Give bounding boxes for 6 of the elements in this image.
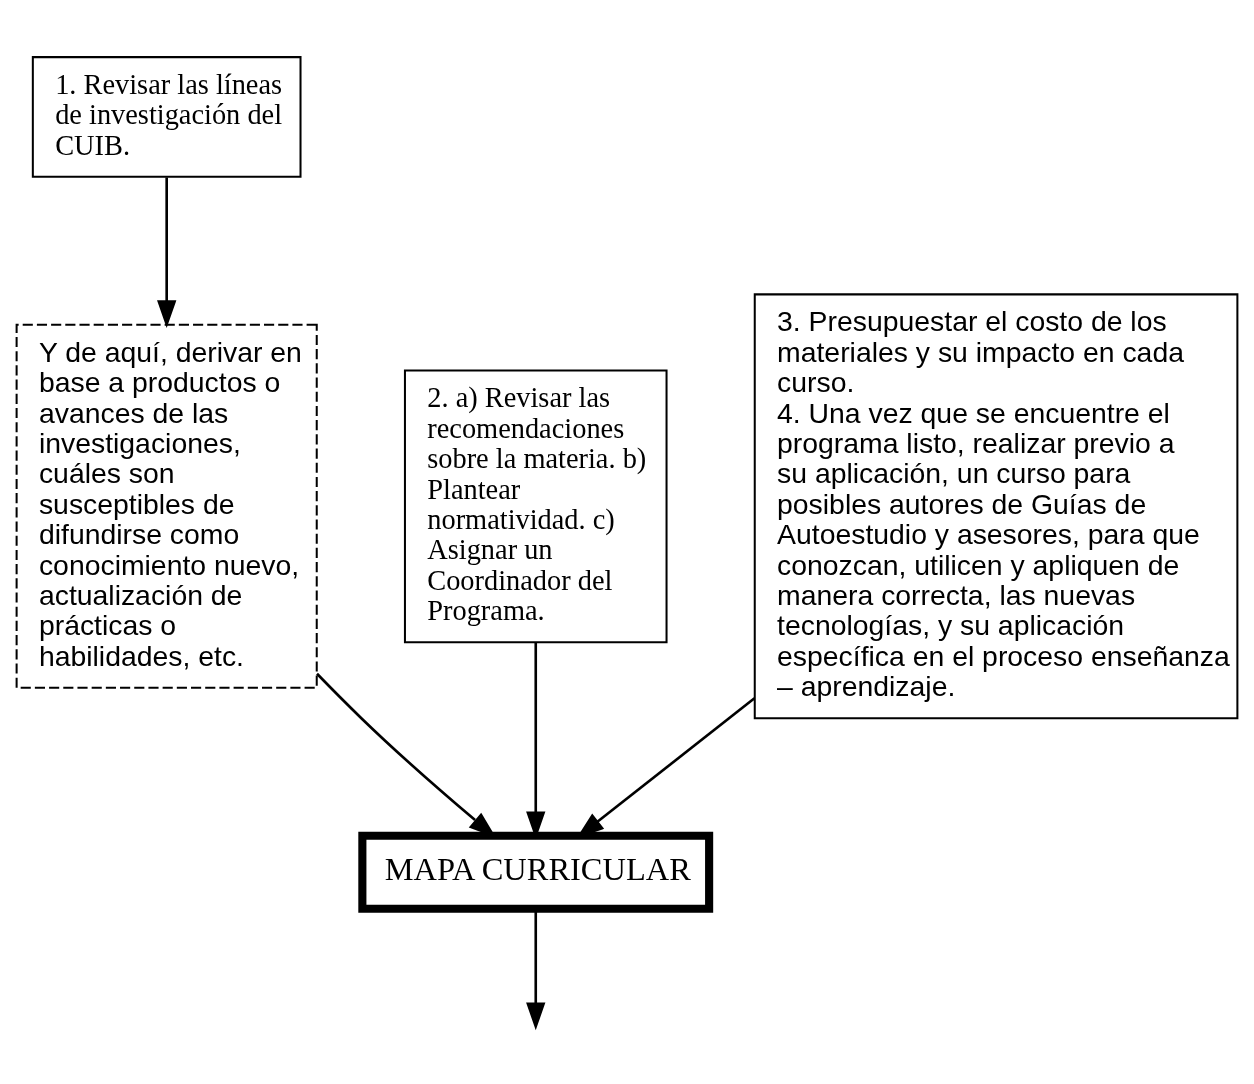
node-box: MAPA CURRICULAR	[358, 831, 714, 913]
node-box: 2. a) Revisar las recomendaciones sobre la materia. b) Plantear normatividad. c) Asignar un Coordinador del Programa.	[403, 368, 668, 643]
node-box: 3. Presupuestar el costo de los materiales y su impacto en cada curso. 4. Una vez que se encuentre el programa listo, realizar previo a su aplicación, un curso para posibles autores de Guías de Autoestudio y asesores, para que conozcan, utilicen y apliquen de manera correcta, las nuevas tecnologías, y su aplicación específica en el proceso enseñanza – aprendizaje.	[753, 292, 1239, 719]
node-box: 1. Revisar las líneas de investigación del CUIB.	[31, 55, 302, 178]
node-box: Y de aquí, derivar en base a productos o avances de las investigaciones, cuáles son susceptibles de difundirse como conocimiento nuevo, actualización de prácticas o habilidades, etc.	[15, 323, 318, 689]
arrow	[157, 177, 177, 328]
